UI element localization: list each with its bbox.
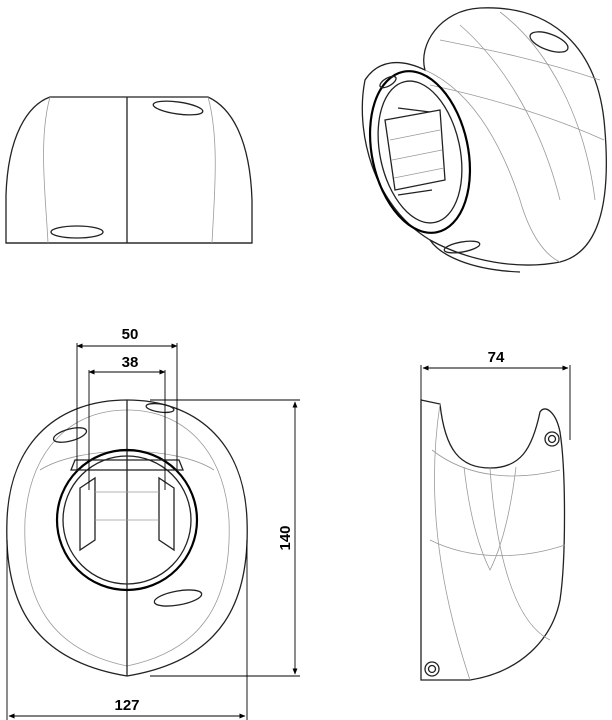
dim-label-127: 127 [114,697,139,714]
dim-label-140: 140 [277,525,294,550]
dim-label-74: 74 [488,349,505,366]
dim-label-38: 38 [122,354,139,371]
front-view: 50 38 140 127 [6,326,300,720]
side-view [5,96,253,244]
isometric-view [361,7,607,273]
dim-label-50: 50 [122,326,139,343]
profile-view: 74 [420,349,571,681]
